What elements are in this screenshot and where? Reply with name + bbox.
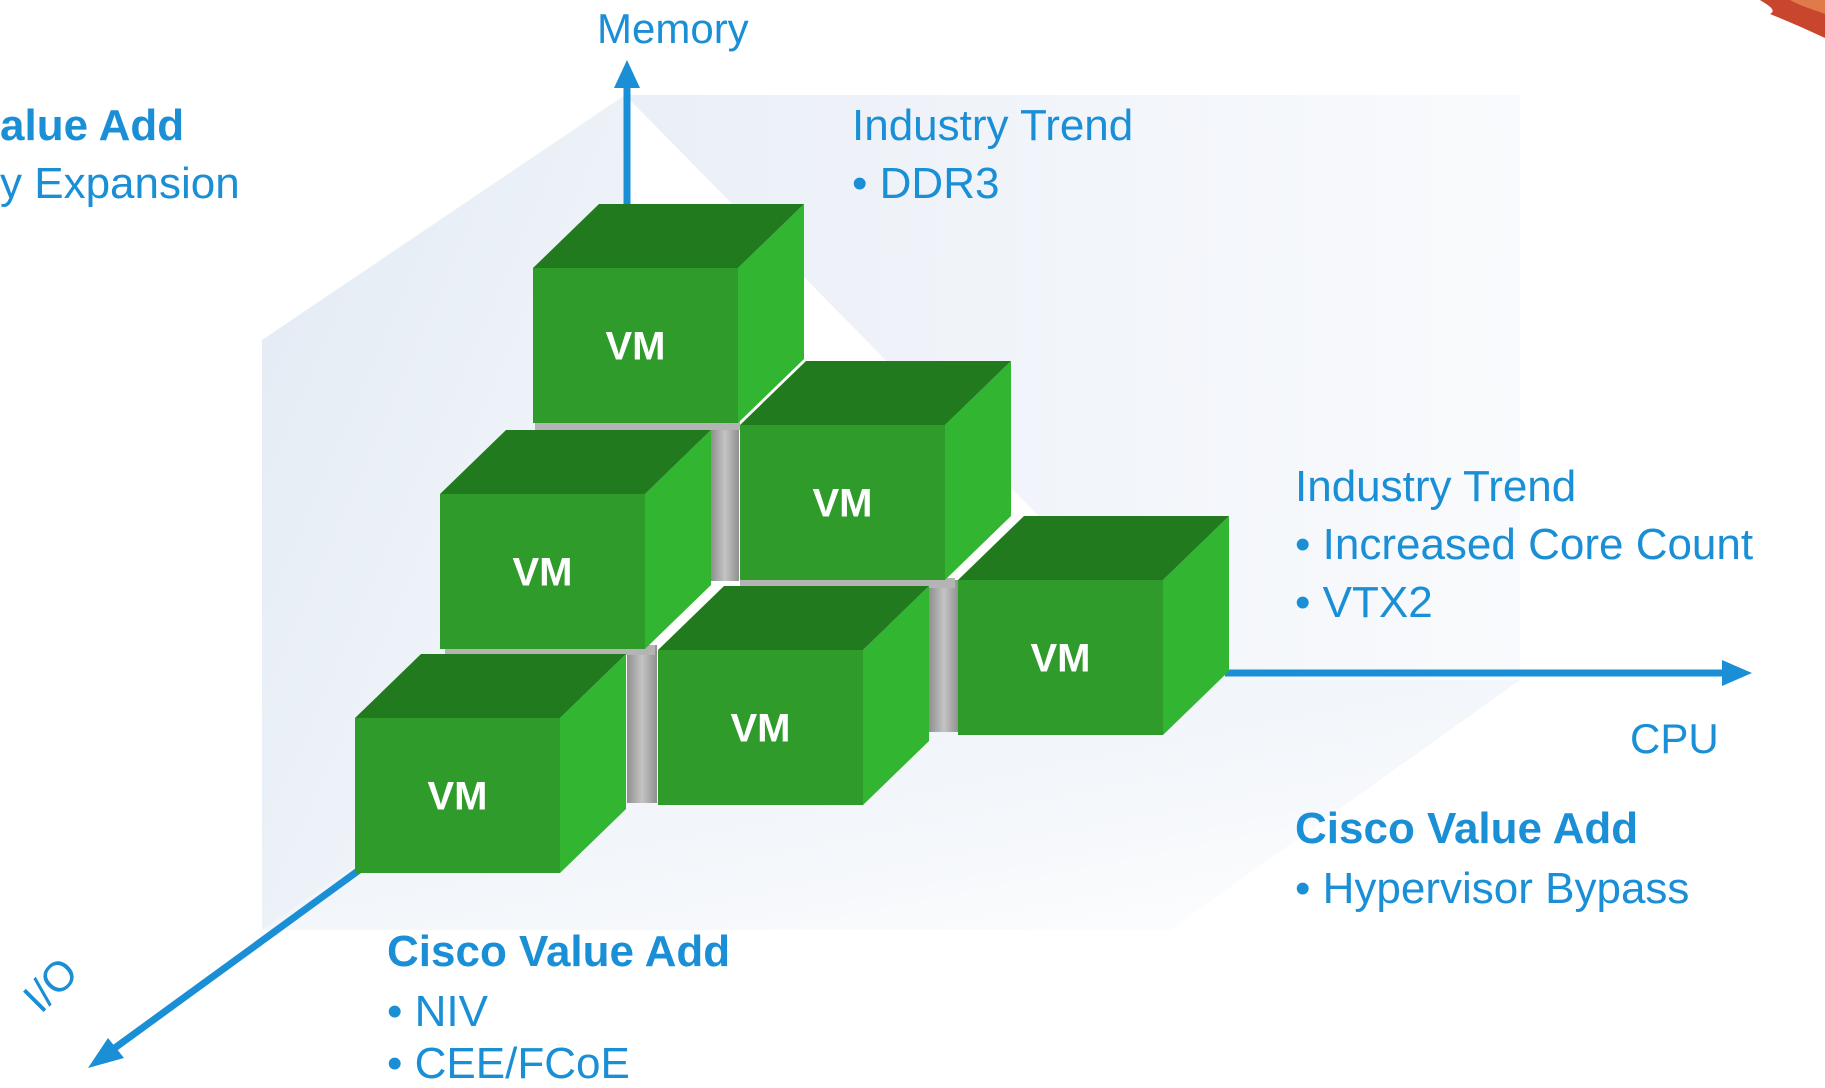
cpu-industry-item: Increased Core Count — [1295, 523, 1753, 567]
vm-cube: VM — [355, 654, 626, 873]
cpu-industry-heading: Industry Trend — [1295, 462, 1577, 511]
vm-cube-side — [738, 204, 804, 423]
io-axis-line — [109, 865, 365, 1053]
memory-industry-item: DDR3 — [852, 162, 1000, 206]
vm-cube: VM — [658, 586, 929, 805]
vm-label: VM — [513, 551, 573, 595]
vm-cube-top — [958, 516, 1229, 580]
io-cisco-heading: Cisco Value Add — [387, 927, 731, 976]
cpu-cisco-heading: Cisco Value Add — [1295, 804, 1639, 853]
cpu-industry-item: VTX2 — [1295, 581, 1433, 625]
vm-cube-side — [1163, 516, 1229, 735]
vm-cube-front — [440, 494, 645, 649]
memory-industry-heading: Industry Trend — [852, 101, 1134, 150]
memory-cisco-heading: alue Add — [0, 101, 185, 150]
back-plane-top — [612, 95, 1520, 680]
memory-axis-label: Memory — [597, 5, 749, 52]
vm-cube-side — [863, 586, 929, 805]
vm-cube-front — [958, 580, 1163, 735]
corner-splash-icon — [1760, 0, 1825, 38]
vm-cube: VM — [533, 204, 804, 423]
vm-cube-side — [945, 361, 1011, 580]
vm-cube-front — [740, 425, 945, 580]
divider — [740, 578, 955, 588]
io-cisco-item: NIV — [387, 990, 488, 1034]
axes — [88, 60, 1752, 1068]
vm-cube-top — [440, 430, 711, 494]
vm-cube: VM — [740, 361, 1011, 580]
divider — [535, 420, 740, 430]
vm-cube: VM — [440, 430, 711, 649]
vm-cube-top — [533, 204, 804, 268]
memory-axis-arrow-icon — [614, 60, 640, 88]
vm-cube-front — [658, 650, 863, 805]
vm-label: VM — [606, 325, 666, 369]
io-cisco-item: CEE/FCoE — [387, 1042, 630, 1086]
vm-cube-top — [658, 586, 929, 650]
vm-cube-front — [533, 268, 738, 423]
vm-label: VM — [1031, 637, 1091, 681]
divider — [627, 645, 657, 803]
cube-dividers — [445, 420, 959, 803]
io-axis-arrow-icon — [88, 1038, 124, 1068]
divider — [711, 423, 739, 581]
vm-cube-side — [560, 654, 626, 873]
corner-splash-icon-2 — [1790, 0, 1825, 14]
cpu-axis-label: CPU — [1630, 715, 1719, 762]
vm-cubes: VM VM VM VM VM VM — [355, 204, 1229, 873]
memory-cisco-item: y Expansion — [0, 159, 240, 208]
vm-cube-side — [645, 430, 711, 649]
vm-cube-front — [355, 718, 560, 873]
vm-label: VM — [428, 775, 488, 819]
vm-cube: VM — [958, 516, 1229, 735]
vm-label: VM — [813, 482, 873, 526]
vm-label: VM — [731, 707, 791, 751]
divider — [929, 580, 959, 732]
vm-cube-top — [355, 654, 626, 718]
divider — [445, 645, 655, 655]
cpu-cisco-item: Hypervisor Bypass — [1295, 867, 1690, 911]
vm-cube-top — [740, 361, 1011, 425]
cpu-axis-arrow-icon — [1722, 660, 1752, 686]
